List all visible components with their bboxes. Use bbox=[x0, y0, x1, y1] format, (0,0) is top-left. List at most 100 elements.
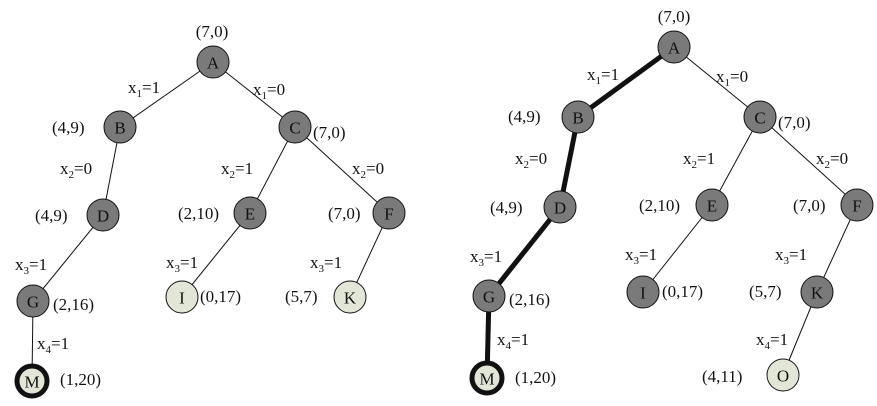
edge-label-A-B: x1=1 bbox=[587, 65, 619, 87]
edge-label-C-F: x2=0 bbox=[816, 149, 848, 171]
edge-label-A-B: x1=1 bbox=[128, 78, 160, 100]
node-label-K: K bbox=[811, 284, 824, 303]
node-E: E bbox=[695, 188, 729, 222]
node-G: G bbox=[16, 284, 50, 318]
node-circle-K bbox=[800, 275, 834, 309]
edge-label-D-G: x3=1 bbox=[15, 255, 47, 277]
node-value-A: (7,0) bbox=[658, 7, 691, 26]
node-circle-B bbox=[561, 100, 595, 134]
node-label-A: A bbox=[207, 54, 220, 73]
right-tree-nodes: A B C D E F G I K M O bbox=[469, 30, 874, 396]
node-M: M bbox=[14, 363, 50, 399]
node-circle-A bbox=[657, 30, 691, 64]
node-circle-K bbox=[333, 280, 367, 314]
edge-A-B bbox=[576, 44, 676, 120]
edge-D-G bbox=[32, 214, 104, 302]
node-circle-E bbox=[233, 196, 267, 230]
node-circle-M bbox=[14, 363, 50, 399]
edge-label-C-F: x2=0 bbox=[352, 159, 384, 181]
edge-label-E-I: x3=1 bbox=[166, 253, 198, 275]
node-F: F bbox=[372, 196, 406, 230]
edge-label-E-I: x3=1 bbox=[625, 245, 657, 267]
node-value-C: (7,0) bbox=[313, 123, 346, 142]
node-label-A: A bbox=[668, 39, 681, 58]
node-label-B: B bbox=[572, 109, 583, 128]
node-label-F: F bbox=[852, 197, 861, 216]
node-label-I: I bbox=[179, 289, 185, 308]
node-circle-G bbox=[472, 279, 506, 313]
node-circle-E bbox=[695, 188, 729, 222]
node-circle-C bbox=[278, 110, 312, 144]
node-circle-F bbox=[372, 196, 406, 230]
node-label-O: O bbox=[777, 367, 789, 386]
edge-A-B bbox=[119, 61, 214, 128]
node-value-B: (4,9) bbox=[52, 118, 85, 137]
node-D: D bbox=[86, 198, 120, 232]
node-value-K: (5,7) bbox=[285, 287, 318, 306]
node-value-O: (4,11) bbox=[702, 367, 742, 386]
node-label-K: K bbox=[344, 289, 357, 308]
edge-label-A-C: x1=0 bbox=[716, 67, 748, 89]
node-circle-I bbox=[165, 280, 199, 314]
nodes-layer: A B C D E F G I K M A B C D E F G I K M O bbox=[14, 30, 874, 399]
node-circle-C bbox=[743, 100, 777, 134]
edge-A-C bbox=[673, 46, 761, 118]
node-value-D: (4,9) bbox=[490, 198, 523, 217]
node-label-E: E bbox=[707, 197, 717, 216]
edge-label-K-O: x4=1 bbox=[756, 330, 788, 352]
node-value-G: (2,16) bbox=[509, 290, 550, 309]
node-circle-B bbox=[103, 110, 137, 144]
node-F: F bbox=[840, 188, 874, 222]
edge-E-I bbox=[642, 204, 713, 293]
node-label-B: B bbox=[114, 119, 125, 138]
node-M: M bbox=[469, 360, 505, 396]
node-label-C: C bbox=[289, 119, 300, 138]
edge-label-A-C: x1=0 bbox=[253, 80, 285, 102]
node-O: O bbox=[766, 358, 800, 392]
node-value-G: (2,16) bbox=[53, 295, 94, 314]
node-value-F: (7,0) bbox=[793, 196, 826, 215]
node-label-G: G bbox=[27, 293, 39, 312]
node-I: I bbox=[626, 275, 660, 309]
left-tree-nodes: A B C D E F G I K M bbox=[14, 45, 406, 399]
node-label-M: M bbox=[24, 373, 39, 392]
node-label-M: M bbox=[479, 370, 494, 389]
edge-label-F-K: x3=1 bbox=[310, 253, 342, 275]
node-value-D: (4,9) bbox=[35, 206, 68, 225]
node-label-C: C bbox=[754, 109, 765, 128]
edge-label-G-M: x4=1 bbox=[497, 330, 529, 352]
node-value-K: (5,7) bbox=[749, 282, 782, 301]
node-circle-G bbox=[16, 284, 50, 318]
node-label-E: E bbox=[245, 205, 255, 224]
node-label-I: I bbox=[640, 284, 646, 303]
node-C: C bbox=[743, 100, 777, 134]
node-I: I bbox=[165, 280, 199, 314]
node-G: G bbox=[472, 279, 506, 313]
node-value-E: (2,10) bbox=[639, 196, 680, 215]
node-value-F: (7,0) bbox=[328, 204, 361, 223]
node-value-C: (7,0) bbox=[778, 113, 811, 132]
edges-layer bbox=[31, 44, 858, 382]
node-D: D bbox=[543, 190, 577, 224]
node-circle-I bbox=[626, 275, 660, 309]
edge-C-F bbox=[294, 126, 390, 214]
node-label-G: G bbox=[483, 288, 495, 307]
node-label-D: D bbox=[554, 199, 566, 218]
node-circle-O bbox=[766, 358, 800, 392]
edge-label-B-D: x2=0 bbox=[515, 149, 547, 171]
node-label-F: F bbox=[384, 205, 393, 224]
edge-label-B-D: x2=0 bbox=[60, 159, 92, 181]
edge-C-E bbox=[711, 116, 761, 206]
edge-label-D-G: x3=1 bbox=[470, 247, 502, 269]
node-A: A bbox=[196, 45, 230, 79]
node-K: K bbox=[800, 275, 834, 309]
node-value-B: (4,9) bbox=[508, 107, 541, 126]
node-circle-D bbox=[86, 198, 120, 232]
edge-A-C bbox=[212, 61, 296, 128]
edge-label-G-M: x4=1 bbox=[37, 334, 69, 356]
node-label-D: D bbox=[97, 207, 109, 226]
node-value-M: (1,20) bbox=[60, 370, 101, 389]
edge-label-F-K: x3=1 bbox=[775, 245, 807, 267]
